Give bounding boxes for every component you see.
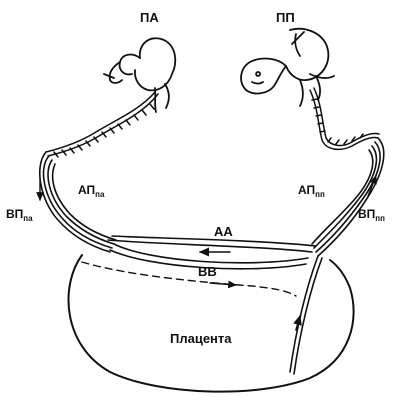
artery-left-label: АПпа [78,183,105,199]
vein-right-sub: пп [375,214,385,223]
vein-left-main: ВП [6,207,23,221]
umbilical-cord-right [309,87,380,151]
vein-right-label: ВПпп [358,207,385,223]
placenta-label: Плацента [170,331,232,346]
twin-left-label: ПА [140,10,159,25]
twin-right-label: ПП [276,10,295,25]
vein-right-main: ВП [358,207,375,221]
artery-left-main: АП [78,183,95,197]
artery-right-sub: пп [315,190,325,199]
fetus-right [240,27,335,107]
veno-venous-anastomosis [81,261,297,297]
artery-left-sub: па [95,190,105,199]
artery-right-label: АПпп [298,183,325,199]
lower-vessel-pair [109,243,309,270]
vv-flow-arrow [209,280,237,289]
vessel-into-placenta [289,255,323,375]
vein-left-label: ВПпа [6,207,33,223]
arterio-arterial-anastomosis [107,235,317,257]
vessels-left [38,151,117,253]
artery-right-main: АП [298,183,315,197]
fetus-left [103,37,177,113]
right-flow-arrow [367,175,377,197]
placenta-outline [67,254,355,393]
vessels-right [311,137,385,257]
vv-label: ВВ [198,264,217,279]
umbilical-cord-left [45,91,159,158]
aa-label: АА [214,224,233,239]
placenta-flow-arrow [293,314,302,331]
vein-left-sub: па [23,214,33,223]
